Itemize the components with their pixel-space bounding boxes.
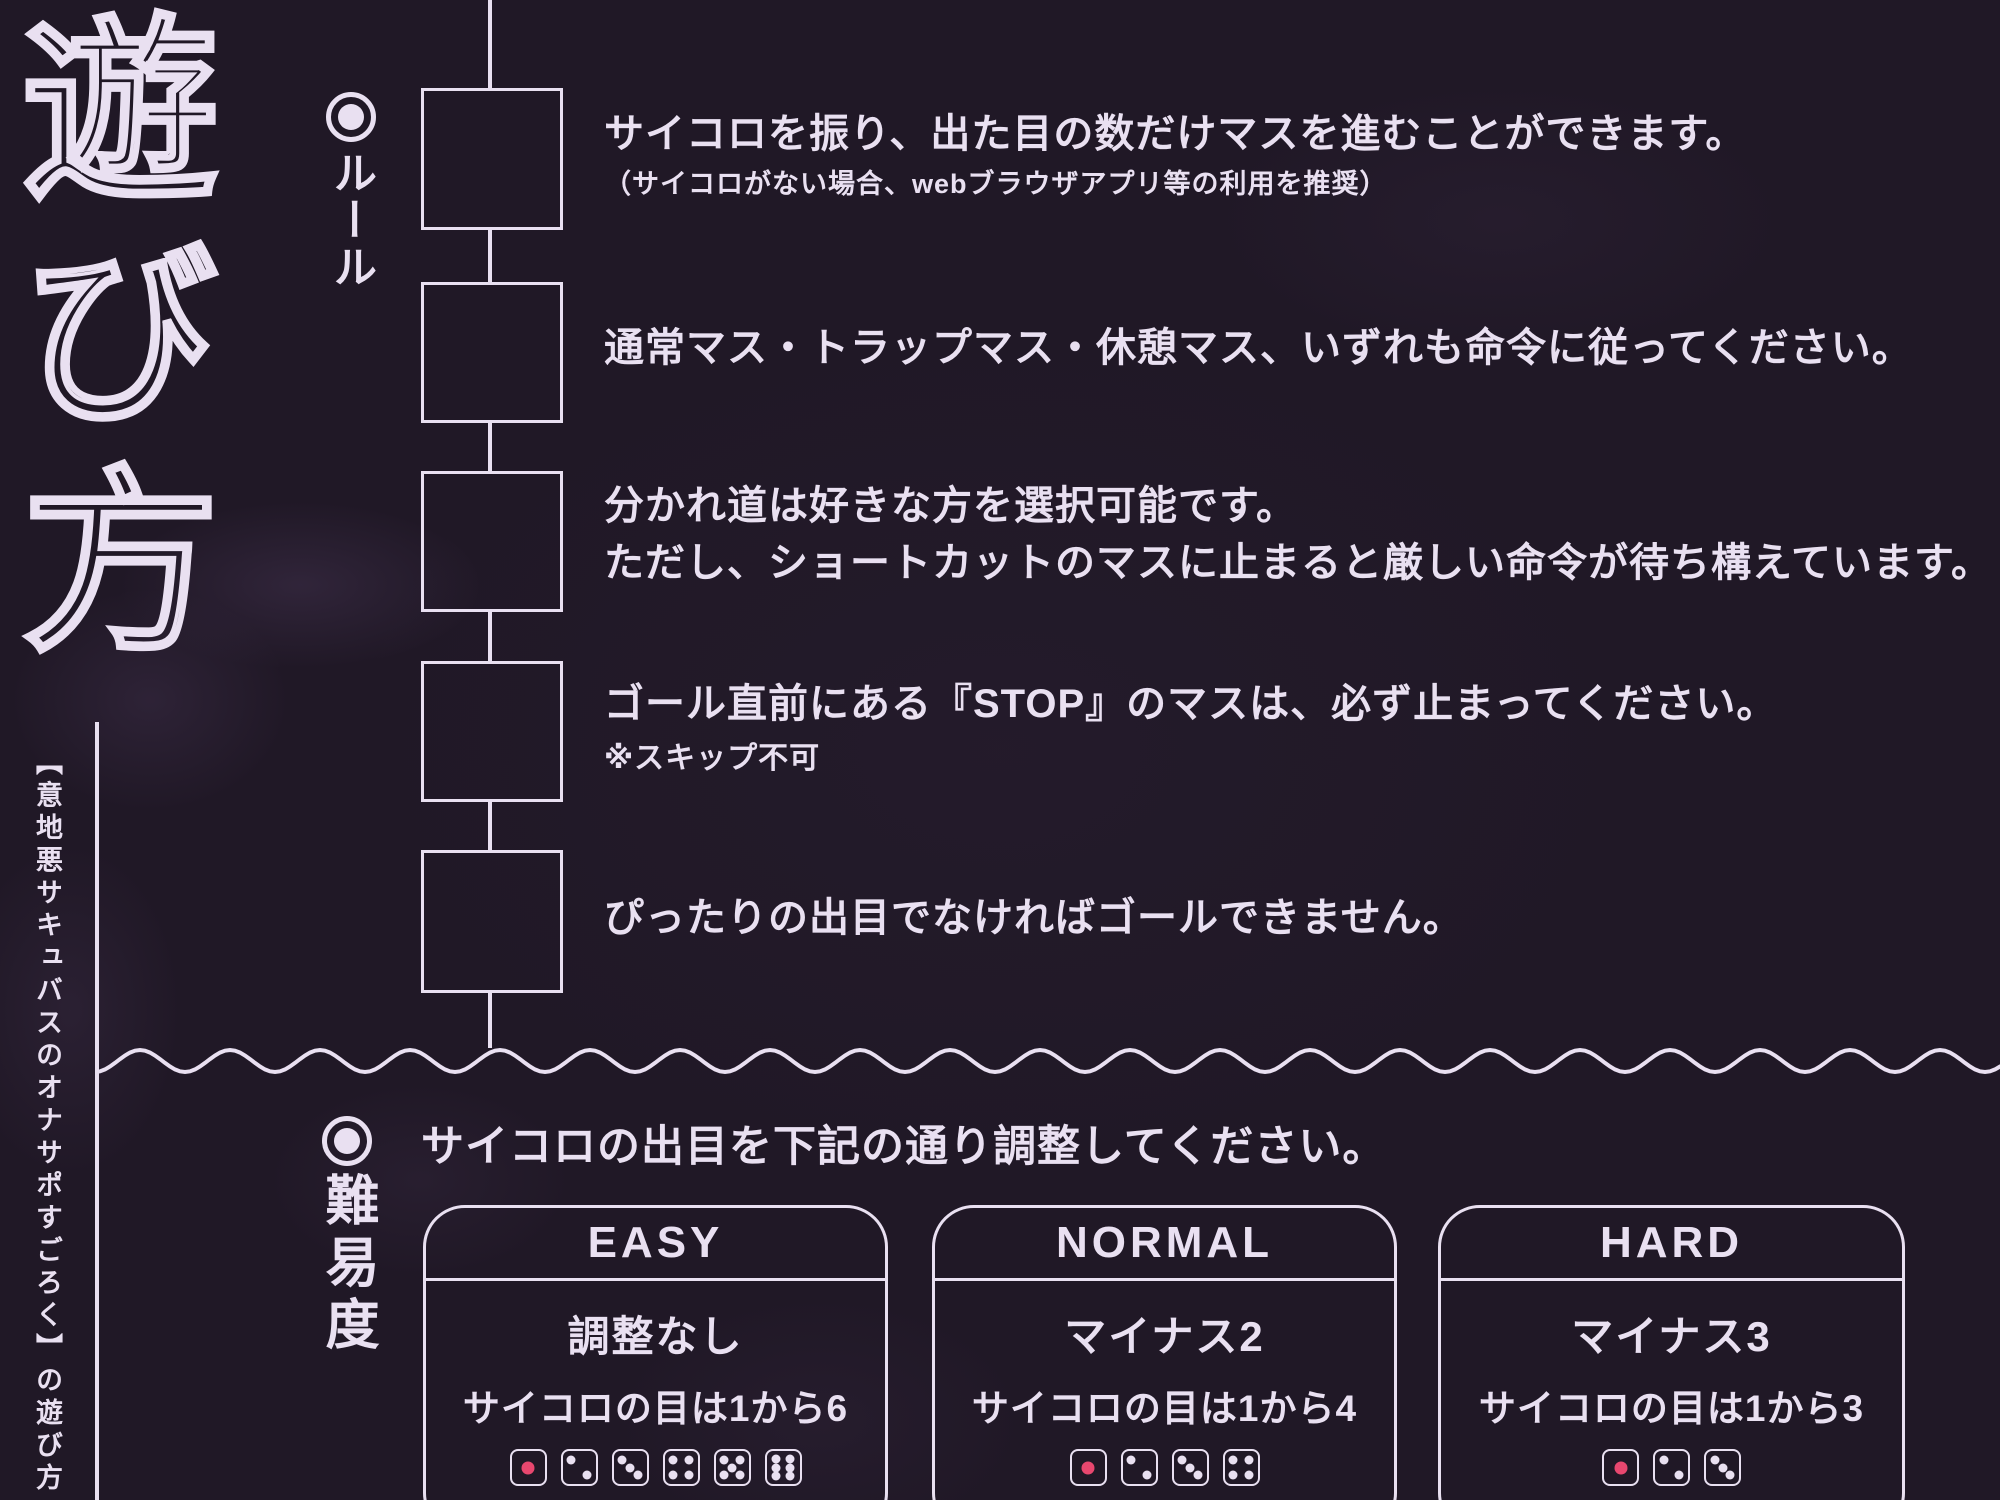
die-1-icon bbox=[1069, 1449, 1107, 1486]
chain-line-segment bbox=[488, 802, 492, 850]
difficulty-intro-text: サイコロの出目を下記の通り調整してください。 bbox=[421, 1123, 1387, 1171]
rule-1-text: サイコロを振り、出た目の数だけマスを進むことができます。 bbox=[604, 112, 1747, 156]
rule-2-text: 通常マス・トラップマス・休憩マス、いずれも命令に従ってください。 bbox=[604, 326, 1913, 370]
card-title: NORMAL bbox=[935, 1208, 1394, 1281]
card-adjustment: 調整なし bbox=[567, 1313, 744, 1360]
difficulty-section-label: 難易度 bbox=[317, 1172, 377, 1358]
board-square bbox=[421, 88, 563, 230]
card-title: EASY bbox=[426, 1208, 885, 1281]
die-3-icon bbox=[1704, 1449, 1741, 1486]
difficulty-section-mark-icon bbox=[322, 1116, 372, 1166]
die-4-icon bbox=[1222, 1449, 1260, 1486]
board-square bbox=[421, 850, 563, 993]
die-1-icon bbox=[509, 1449, 547, 1486]
chain-line-segment bbox=[488, 612, 492, 661]
dice-row bbox=[1441, 1449, 1902, 1486]
page-title: 遊び方 bbox=[0, 4, 216, 686]
board-square bbox=[421, 661, 563, 802]
card-adjustment: マイナス2 bbox=[1064, 1313, 1265, 1360]
rules-section-mark-icon bbox=[326, 92, 376, 142]
chain-line-segment bbox=[488, 230, 492, 282]
difficulty-card-hard: HARD マイナス3 サイコロの目は1から3 bbox=[1438, 1205, 1905, 1500]
die-5-icon bbox=[713, 1449, 751, 1486]
die-1-icon bbox=[1602, 1449, 1639, 1486]
card-dice-range: サイコロの目は1から3 bbox=[1478, 1388, 1865, 1429]
rule-4-text: ゴール直前にある『STOP』のマスは、必ず止まってください。 bbox=[604, 682, 1778, 726]
wavy-divider bbox=[95, 1047, 2000, 1075]
dice-row bbox=[426, 1449, 885, 1486]
die-2-icon bbox=[1120, 1449, 1158, 1486]
card-adjustment: マイナス3 bbox=[1571, 1313, 1772, 1360]
die-3-icon bbox=[1171, 1449, 1209, 1486]
die-2-icon bbox=[1653, 1449, 1690, 1486]
board-square bbox=[421, 282, 563, 423]
rule-3-text-line-2: ただし、ショートカットのマスに止まると厳しい命令が待ち構えています。 bbox=[604, 541, 1992, 585]
difficulty-card-easy: EASY 調整なし サイコロの目は1から6 bbox=[423, 1205, 888, 1500]
rule-4-note: ※スキップ不可 bbox=[604, 742, 821, 775]
die-6-icon bbox=[764, 1449, 802, 1486]
rule-3-text-line-1: 分かれ道は好きな方を選択可能です。 bbox=[604, 484, 1297, 528]
card-dice-range: サイコロの目は1から4 bbox=[971, 1388, 1358, 1429]
rules-section-label: ルール bbox=[326, 150, 375, 291]
card-title: HARD bbox=[1441, 1208, 1902, 1281]
card-dice-range: サイコロの目は1から6 bbox=[462, 1388, 849, 1429]
chain-line-segment bbox=[488, 0, 492, 88]
difficulty-card-normal: NORMAL マイナス2 サイコロの目は1から4 bbox=[932, 1205, 1397, 1500]
dice-row bbox=[935, 1449, 1394, 1486]
chain-line-segment bbox=[488, 993, 492, 1048]
game-name-caption: 【意地悪サキュバスのオナサポすごろく】の遊び方 bbox=[32, 748, 62, 1496]
board-square bbox=[421, 471, 563, 612]
rule-5-text: ぴったりの出目でなければゴールできません。 bbox=[604, 896, 1464, 940]
chain-line-segment bbox=[488, 423, 492, 471]
left-vertical-divider bbox=[95, 722, 99, 1500]
rule-1-note: （サイコロがない場合、webブラウザアプリ等の利用を推奨） bbox=[604, 169, 1388, 199]
die-4-icon bbox=[662, 1449, 700, 1486]
die-2-icon bbox=[560, 1449, 598, 1486]
die-3-icon bbox=[611, 1449, 649, 1486]
